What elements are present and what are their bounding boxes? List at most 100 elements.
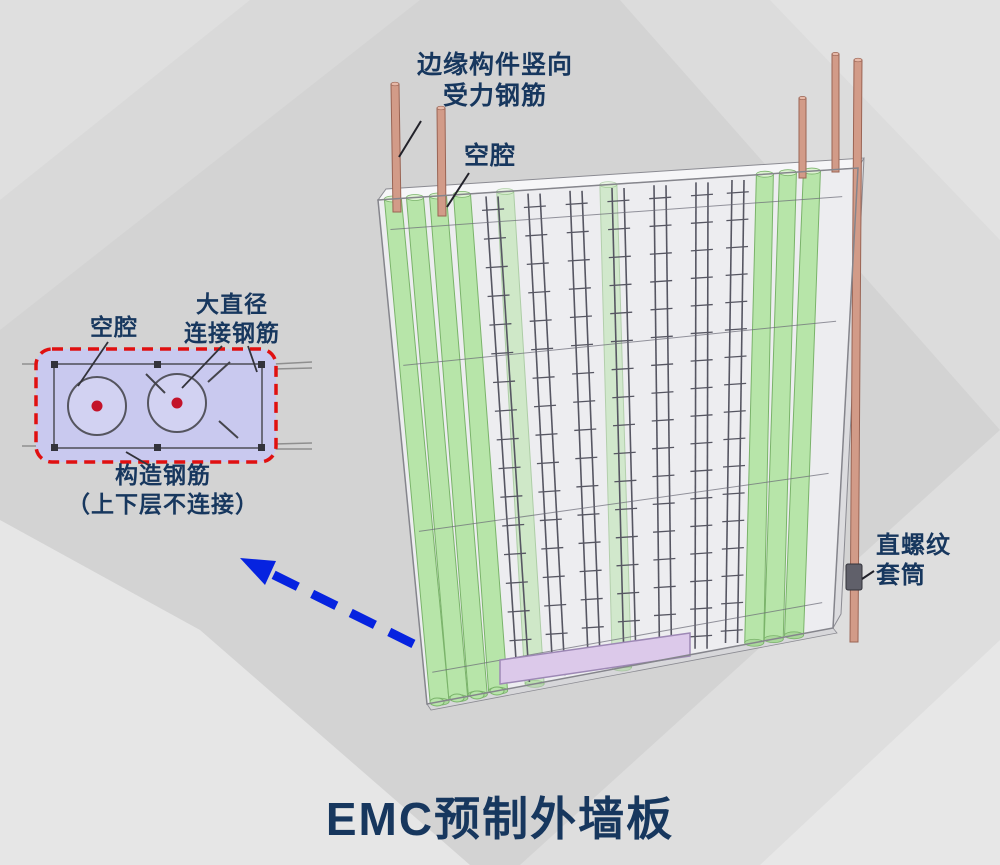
- horizontal-rebar-rung: [503, 552, 527, 556]
- copper-bar-top: [831, 52, 840, 56]
- horizontal-rebar-rung: [651, 418, 674, 422]
- horizontal-rebar-rung: [544, 603, 567, 607]
- horizontal-rebar-rung: [690, 414, 713, 417]
- horizontal-rebar-bar: [403, 320, 837, 366]
- horizontal-rebar-rung: [581, 626, 604, 629]
- horizontal-rebar-rung: [613, 451, 636, 455]
- horizontal-rebar-rung: [651, 363, 674, 367]
- horizontal-rebar-rung: [507, 609, 530, 613]
- leader-line-large-dia-2: [247, 345, 258, 373]
- horizontal-rebar-rung: [609, 283, 632, 287]
- horizontal-rebar-rung: [496, 437, 519, 441]
- horizontal-rebar-rung: [611, 367, 634, 371]
- horizontal-rebar-rung: [567, 258, 590, 262]
- leader-line-coupler: [861, 570, 875, 580]
- threaded-coupler-label-line1: 直螺纹: [876, 532, 951, 559]
- cross-section-inset: [22, 341, 313, 467]
- horizontal-rebar-rung: [525, 233, 548, 237]
- horizontal-rebar-rung: [509, 638, 532, 642]
- horizontal-rebar-rung: [652, 474, 675, 478]
- horizontal-rebar-rung: [725, 300, 748, 304]
- horizontal-rebar-rung: [725, 245, 749, 249]
- leader-line-large-dia-1: [181, 345, 223, 389]
- inset-cavity-label: 空腔: [80, 313, 148, 342]
- copper-bar: [798, 97, 807, 179]
- horizontal-rebar-rung: [610, 339, 633, 343]
- horizontal-rebar-bar: [418, 472, 829, 532]
- horizontal-rebar-rung: [489, 323, 512, 326]
- horizontal-rebar-rung: [610, 311, 633, 315]
- horizontal-rebar-rung: [578, 541, 601, 545]
- horizontal-rebar-rung: [723, 410, 746, 413]
- horizontal-rebar-rung: [608, 227, 631, 231]
- rebar-and-cavity-tubes: [383, 167, 843, 706]
- horizontal-rebar-rung: [720, 629, 743, 632]
- horizontal-rebar-rung: [531, 347, 554, 351]
- horizontal-rebar-bar: [432, 602, 823, 673]
- rebar-dot: [154, 361, 161, 368]
- rebar-stub-line: [273, 367, 313, 370]
- horizontal-rebar-rung: [568, 287, 591, 290]
- copper-bar-top: [436, 105, 446, 111]
- horizontal-rebar-rung: [726, 191, 749, 194]
- background-shape: [0, 520, 470, 865]
- background-shape: [770, 0, 1000, 240]
- horizontal-rebar-rung: [545, 632, 568, 636]
- rebar-dot: [258, 361, 265, 368]
- horizontal-rebar-rung: [690, 634, 713, 638]
- horizontal-rebar-rung: [722, 464, 746, 468]
- copper-rebar-group: [390, 52, 863, 643]
- horizontal-rebar-bar: [390, 196, 843, 231]
- horizontal-rebar-rung: [690, 386, 713, 390]
- horizontal-rebar-rung: [485, 265, 508, 269]
- horizontal-rebar-rung: [579, 569, 602, 573]
- horizontal-rebar-rung: [690, 469, 713, 473]
- horizontal-rebar-rung: [536, 461, 559, 465]
- copper-bar-top: [390, 81, 400, 87]
- copper-bar-top: [798, 96, 807, 100]
- page-title: EMC预制外墙板: [325, 793, 675, 845]
- horizontal-rebar-rung: [690, 552, 713, 555]
- horizontal-rebar-rung: [649, 252, 672, 255]
- horizontal-rebar-rung: [690, 496, 713, 500]
- horizontal-rebar-rung: [577, 513, 600, 516]
- horizontal-rebar-rung: [724, 355, 747, 359]
- large-diameter-rebar-label-line2: 连接钢筋: [184, 319, 280, 346]
- horizontal-rebar-rung: [607, 199, 630, 203]
- horizontal-rebar-rung: [690, 359, 713, 362]
- threaded-coupler-label-line2: 套筒: [876, 562, 926, 589]
- large-diameter-rebar-label: 大直径 连接钢筋: [180, 290, 284, 348]
- leader-line-cavity: [446, 172, 470, 208]
- horizontal-rebar-rung: [532, 376, 555, 379]
- horizontal-rebar-rung: [565, 202, 588, 206]
- callout-arrow-head: [240, 558, 276, 585]
- horizontal-rebar-rung: [653, 613, 677, 617]
- horizontal-rebar-rung: [724, 327, 747, 331]
- horizontal-rebar-rung: [614, 479, 637, 483]
- precast-panel: [376, 52, 865, 711]
- background-shape: [0, 0, 250, 200]
- horizontal-rebar-rung: [528, 290, 551, 294]
- horizontal-rebar-rung: [526, 262, 549, 266]
- inset-cavity-label-text: 空腔: [90, 314, 138, 340]
- horizontal-rebar-rung: [502, 523, 525, 527]
- horizontal-rebar-rung: [575, 456, 598, 460]
- horizontal-rebar-rung: [573, 400, 596, 403]
- cavity-center-marker: [171, 397, 183, 409]
- horizontal-rebar-rung: [653, 557, 676, 561]
- horizontal-rebar-rung: [616, 563, 639, 567]
- copper-bar: [436, 107, 447, 217]
- horizontal-rebar-rung: [726, 218, 749, 222]
- cavity-label: 空腔: [450, 141, 530, 172]
- rebar-dot: [51, 361, 58, 368]
- callout-arrow-shaft: [268, 568, 454, 668]
- horizontal-rebar-rung: [690, 579, 713, 583]
- horizontal-rebar-rung: [690, 331, 713, 335]
- threaded-coupler: [845, 563, 863, 591]
- horizontal-rebar-rung: [725, 273, 748, 276]
- horizontal-rebar-rung: [690, 524, 713, 528]
- horizontal-rebar-rung: [493, 380, 516, 384]
